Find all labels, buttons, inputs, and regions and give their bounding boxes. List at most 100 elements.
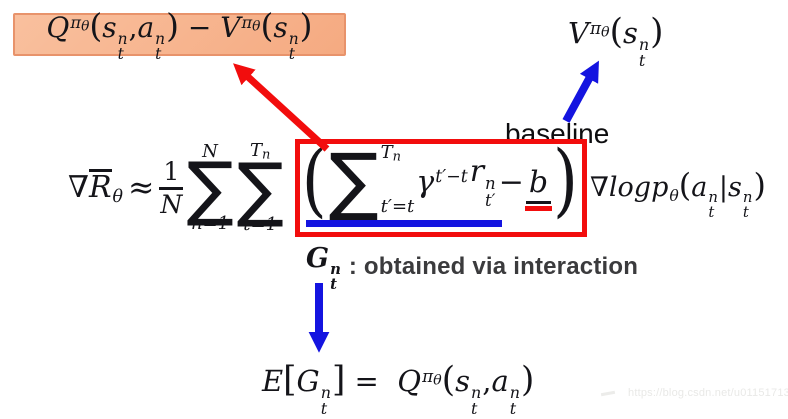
fraction-bar [159, 186, 184, 190]
r-symbol: r [469, 154, 485, 190]
close-bracket: ] [331, 360, 346, 400]
blue-underline [305, 220, 502, 227]
sup-n: n [155, 29, 166, 48]
p-symbol: p [651, 171, 669, 203]
q-symbol: Q [397, 364, 422, 398]
sup-n: n [638, 35, 650, 55]
nabla-icon: ∇ [590, 171, 609, 203]
state-symbol: s [455, 364, 470, 398]
numerator-one: 1 [163, 157, 180, 187]
sup-n: n [330, 259, 341, 278]
watermark-url: https://blog.csdn.net/u011517132 [628, 387, 788, 399]
sup-n: n [485, 173, 496, 193]
sum-future-rewards: ∑Tn t′=t [329, 140, 415, 224]
open-paren: ( [678, 165, 692, 204]
sub-t: t [638, 51, 646, 71]
sup-n: n [509, 383, 521, 403]
discount-term: γt′−t [416, 165, 467, 200]
pi-symbol: π [589, 17, 602, 38]
baseline-b-term: b [524, 164, 553, 211]
sub-t: t [320, 399, 328, 419]
r-bar-symbol: R [88, 168, 112, 205]
open-paren: ( [260, 5, 274, 45]
gamma-exponent: t′−t [435, 166, 468, 187]
state-symbol: s [273, 10, 288, 44]
sub-t: t [708, 203, 715, 222]
v-symbol: V [220, 10, 241, 44]
sub-t: t [471, 399, 478, 419]
comma: , [482, 364, 492, 398]
theta-subscript: θ [669, 185, 679, 205]
sub-t: t [742, 203, 749, 222]
sub-t: t [288, 45, 295, 64]
sub-t: t [330, 274, 337, 293]
b-symbol: b [525, 164, 552, 204]
nabla-icon: ∇ [68, 169, 89, 205]
sum-limits: Tn t′=t [381, 140, 415, 224]
sup-n: n [742, 188, 753, 207]
lower-limit-n1: n=1 [190, 213, 230, 235]
approx-symbol: ≈ [128, 170, 155, 206]
action-symbol: a [137, 10, 155, 44]
v-symbol: V [568, 16, 589, 50]
open-bracket: [ [283, 360, 297, 400]
sup-n: n [320, 383, 331, 403]
watermark-logo-icon [600, 390, 616, 397]
sigma-icon: ∑ [328, 138, 379, 225]
gamma-symbol: γ [416, 164, 435, 200]
minus-symbol: − [498, 164, 524, 200]
close-paren: ) [753, 165, 766, 204]
conditional-bar: | [718, 171, 729, 203]
state-symbol: s [728, 171, 742, 203]
theta-symbol: θ [81, 18, 90, 35]
sup-n: n [708, 188, 718, 207]
close-paren: ) [166, 5, 179, 45]
pi-symbol: π [422, 365, 434, 386]
comma: , [128, 10, 138, 44]
caption-text: : obtained via interaction [348, 253, 639, 281]
theta-symbol: θ [252, 18, 261, 35]
sub-t: t [117, 45, 124, 64]
sub-tprime: t′ [485, 190, 496, 210]
big-close-paren: ) [553, 135, 579, 228]
upper-limit-Tn: Tn [381, 144, 415, 164]
open-paren: ( [89, 5, 103, 45]
sup-n: n [471, 383, 482, 403]
lower-limit-tprime: t′=t [380, 196, 415, 217]
red-underline [524, 205, 553, 211]
pi-theta-superscript: πθ [70, 13, 90, 35]
log-symbol: log [608, 171, 652, 203]
action-symbol: a [691, 171, 708, 203]
pi-symbol: π [241, 12, 253, 32]
lower-limit-t1: t=1 [243, 214, 278, 236]
denominator-N: N [160, 189, 183, 219]
q-symbol: Q [46, 10, 70, 44]
sub-t: t [155, 45, 162, 64]
equals-symbol: = [354, 364, 379, 398]
big-open-paren: ( [301, 135, 327, 228]
G-symbol: G [306, 243, 330, 274]
pi-theta-superscript: πθ [589, 17, 610, 41]
close-paren: ) [650, 12, 664, 52]
sigma-icon: ∑ [236, 147, 284, 230]
open-paren: ( [609, 12, 623, 52]
state-symbol: s [622, 16, 638, 50]
